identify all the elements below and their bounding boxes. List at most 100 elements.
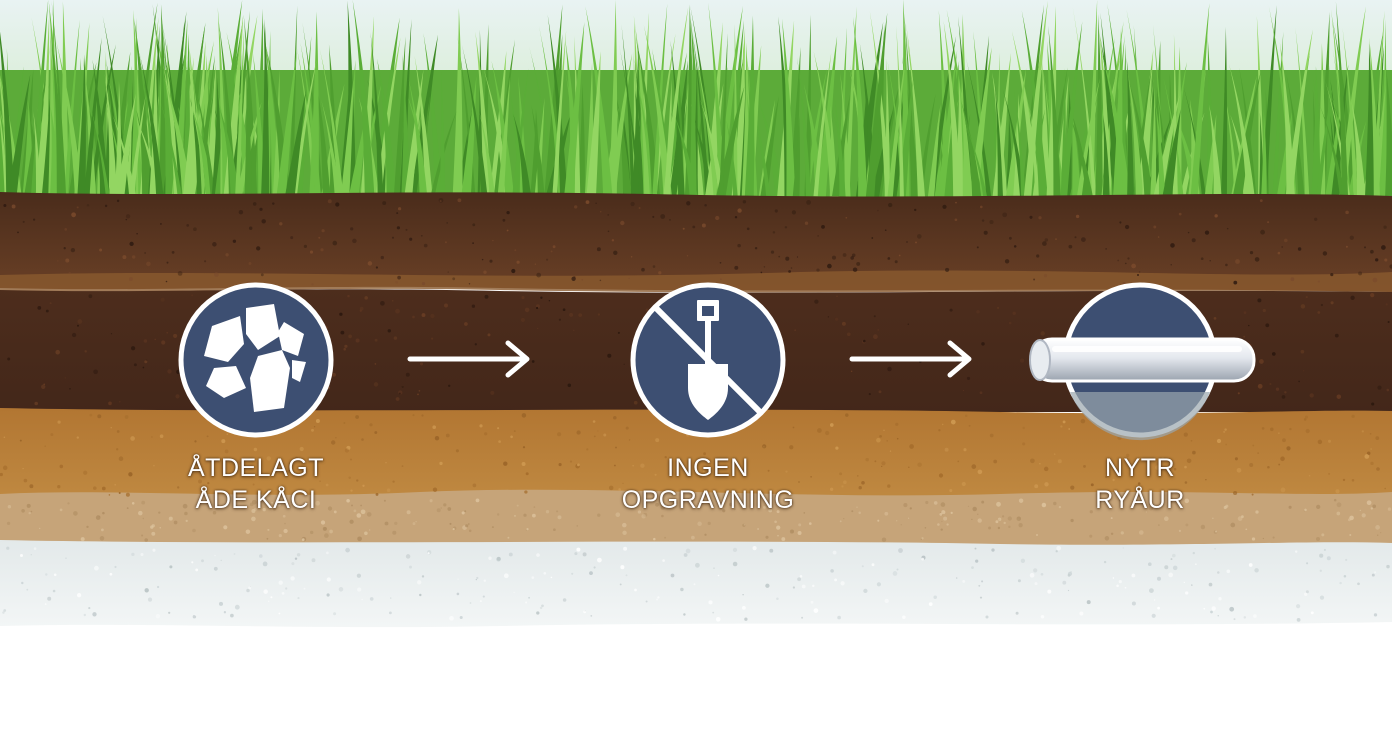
soil-speckle [329, 529, 333, 534]
soil-speckle [395, 308, 400, 314]
soil-speckle [625, 426, 629, 430]
grass-blade [88, 44, 116, 202]
soil-speckle [353, 509, 357, 513]
soil-speckle [1068, 244, 1073, 249]
soil-speckle [311, 283, 314, 286]
soil-speckle [622, 482, 624, 485]
soil-speckle [1384, 258, 1388, 262]
soil-speckle [837, 615, 841, 620]
soil-speckle [1339, 581, 1342, 585]
soil-speckle [1260, 229, 1265, 235]
soil-speckle [521, 296, 525, 300]
soil-speckle [327, 506, 333, 511]
soil-speckle [713, 567, 715, 569]
soil-speckle [1139, 499, 1143, 502]
soil-speckle [571, 276, 576, 281]
soil-speckle [963, 448, 967, 452]
soil-speckle [1007, 516, 1012, 521]
soil-speckle [1326, 556, 1331, 561]
soil-speckle [879, 434, 882, 438]
soil-speckle [7, 357, 11, 361]
soil-speckle [917, 234, 922, 239]
soil-speckle [620, 220, 625, 226]
soil-speckle [375, 266, 379, 269]
soil-speckle [282, 514, 286, 518]
broken-fragments [204, 304, 306, 412]
soil-speckle [843, 480, 847, 485]
soil-speckle [851, 253, 856, 257]
soil-speckle [765, 535, 769, 539]
soil-speckle [1075, 214, 1080, 219]
soil-speckle [1375, 436, 1380, 440]
soil-speckle [971, 566, 974, 569]
soil-speckle [863, 339, 866, 343]
soil-speckle [878, 390, 882, 394]
soil-speckle [1172, 553, 1176, 558]
soil-speckle [983, 230, 988, 235]
soil-speckle [1366, 500, 1372, 506]
grass-blade [804, 14, 811, 199]
soil-speckle [151, 436, 153, 438]
soil-speckle [443, 503, 447, 507]
soil-speckle [909, 507, 912, 510]
soil-speckle [915, 241, 917, 244]
soil-speckle [1234, 457, 1238, 461]
soil-speckle [1241, 515, 1244, 519]
grass-blade [758, 99, 776, 198]
soil-speckle [1349, 235, 1354, 240]
grass-blade [1369, 37, 1381, 201]
soil-speckle [479, 424, 483, 428]
soil-speckle [118, 492, 121, 494]
soil-speckle [814, 299, 819, 304]
grass-blade [439, 71, 446, 197]
grass-blade [1342, 27, 1359, 201]
soil-speckle [1386, 564, 1390, 569]
soil-speckle [1036, 254, 1040, 258]
soil-speckle [1041, 502, 1047, 508]
soil-speckle [884, 598, 889, 604]
soil-speckle [1372, 504, 1377, 509]
soil-speckle [1020, 358, 1025, 363]
soil-speckle [817, 428, 822, 433]
soil-speckle [1272, 536, 1275, 539]
soil-speckle [691, 535, 695, 540]
soil-speckle [966, 376, 971, 380]
grass-blade [887, 53, 907, 201]
soil-speckle [130, 346, 136, 351]
soil-speckle [742, 200, 747, 204]
gravel-layer [0, 540, 1392, 628]
soil-speckle [785, 256, 790, 261]
soil-speckle [1383, 225, 1387, 229]
soil-speckle [41, 384, 46, 389]
soil-speckle [1351, 414, 1355, 418]
soil-speckle [603, 433, 607, 437]
soil-speckle [611, 239, 615, 242]
grass-blade [204, 63, 217, 197]
soil-speckle [516, 504, 519, 507]
soil-speckle [284, 522, 286, 525]
soil-speckle [1233, 618, 1236, 621]
soil-speckle [50, 433, 54, 437]
soil-speckle [545, 510, 550, 514]
soil-speckle [161, 340, 166, 345]
soil-speckle [1079, 611, 1084, 616]
soil-speckle [760, 271, 763, 274]
soil-speckle [84, 350, 87, 353]
soil-speckle [320, 248, 324, 252]
soil-speckle [1294, 550, 1298, 553]
soil-speckle [680, 587, 684, 592]
soil-speckle [1029, 572, 1035, 578]
soil-speckle [331, 440, 336, 445]
soil-speckle [950, 419, 956, 425]
soil-speckle [369, 597, 374, 601]
soil-speckle [540, 296, 543, 299]
soil-speckle [173, 520, 178, 525]
grass-blade [352, 0, 375, 198]
soil-speckle [797, 577, 801, 582]
soil-speckle [979, 205, 983, 209]
soil-speckle [278, 534, 282, 538]
soil-speckle [1314, 217, 1318, 221]
soil-speckle [1259, 359, 1264, 364]
soil-speckle [989, 433, 994, 438]
soil-speckle [182, 503, 188, 509]
